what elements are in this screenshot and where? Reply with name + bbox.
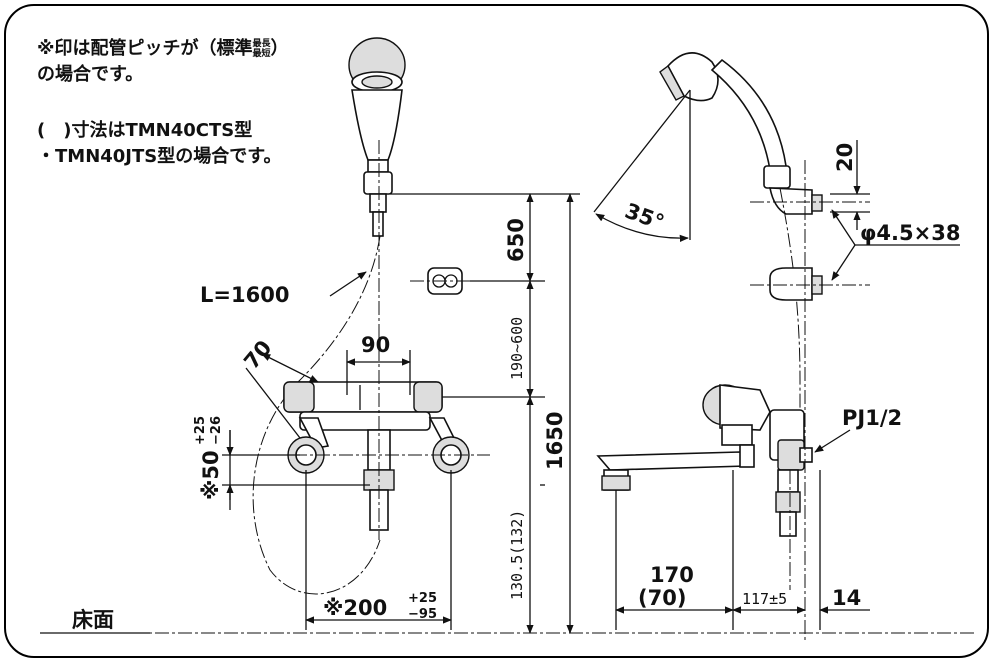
dim-117-label: 117±5 [742,590,787,608]
dim-170-label: 170 [650,563,694,587]
screw-label: φ4.5×38 [860,221,960,245]
side-bottom-dims [615,470,870,630]
floor-label: 床面 [72,608,114,632]
dim-angle [593,89,691,242]
side-hose [779,187,801,440]
dim-200 [305,470,452,630]
dim-90-label: 90 [361,333,390,357]
dim-90 [346,350,411,395]
note-pitch-close: ） [270,38,289,59]
drawing-frame [4,4,989,658]
note-paren-line2: ・TMN40JTS型の場合です。 [37,146,282,167]
dim-14-label: 14 [832,586,861,610]
dim-650-label: 650 [504,218,528,262]
dim-20-label: 20 [833,143,857,172]
dim-50-minus: −26 [209,416,224,445]
dim-50-label-group: ※50 +25 −26 [193,416,224,500]
pj-label: PJ1/2 [842,406,902,430]
dim-190-600-label: 190~600 [508,317,526,380]
dim-70-label: 70 [239,336,276,374]
dim-200-label: ※200 [323,596,387,620]
dim-200-minus: −95 [408,607,437,622]
dim-70p-label: (70) [638,586,686,610]
pj-leader [814,429,851,453]
dim-50-label: ※50 [199,450,223,500]
front-wall-hook [410,267,480,295]
note-pitch-small-top: 最長 [252,39,271,49]
vertical-dim-lines [390,193,580,634]
dim-50 [222,430,370,510]
shower-hose [252,235,381,595]
side-wall-hook [769,267,823,301]
dim-130-label: 130.5(132) [508,510,526,600]
dim-1650-label: 1650 [543,412,567,470]
dim-70 [245,353,319,439]
dim-200-plus: +25 [408,591,437,606]
hose-length-label: L=1600 [200,283,289,307]
front-shower-head [348,37,406,237]
note-pitch-text: ※印は配管ピッチが（標準 [37,38,253,59]
dim-50-plus: +25 [193,416,208,445]
front-mixer-body [283,381,470,531]
note-pitch-small: 最長最短 [253,39,271,59]
side-mixer [702,384,813,537]
dim-screw [831,209,960,281]
note-pitch: ※印は配管ピッチが（標準最長最短） [37,38,289,60]
note-pitch-small-bottom: 最短 [252,49,271,59]
side-shower-head [659,52,823,215]
note-paren-line1: ( )寸法はTMN40CTS型 [37,120,253,141]
side-spout [596,444,755,491]
note-pitch-line2: の場合です。 [37,64,144,85]
